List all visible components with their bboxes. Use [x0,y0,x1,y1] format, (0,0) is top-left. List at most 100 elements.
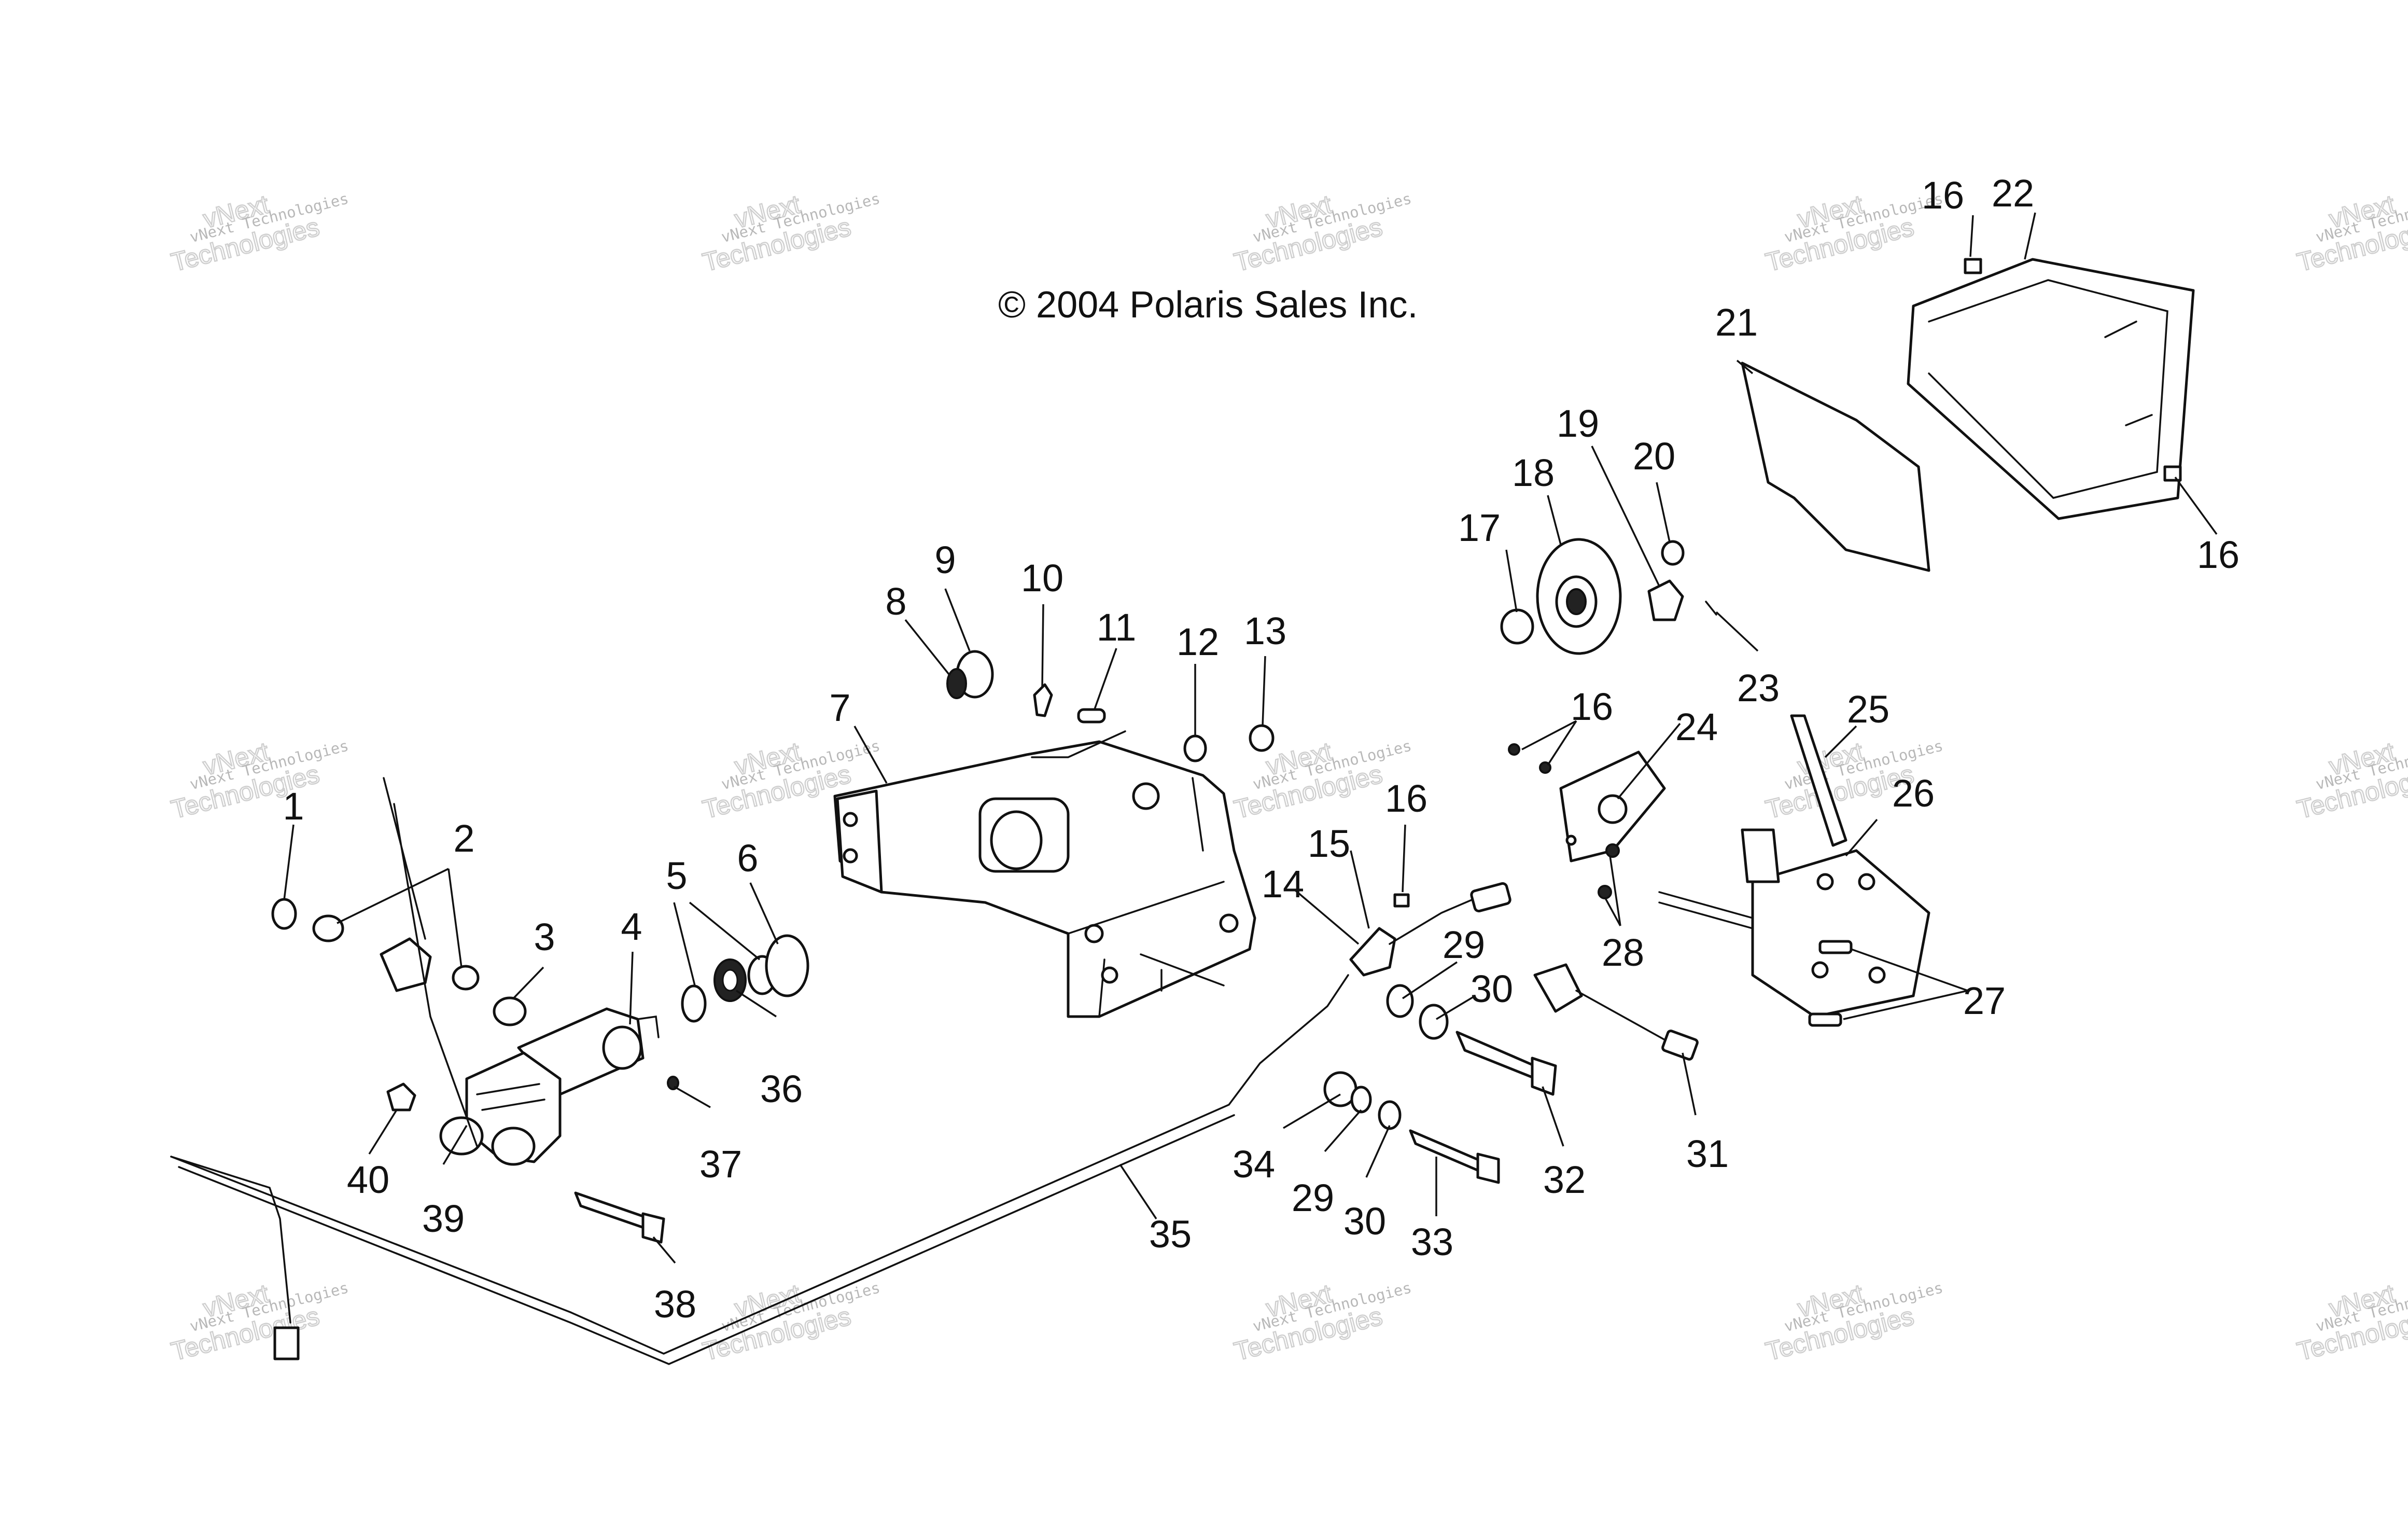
screw-part-27a [1818,940,1853,954]
bushing-part-13 [1249,724,1275,752]
washer-part-2a [312,914,344,942]
callout-4: 4 [621,905,642,948]
callout-30a: 30 [1471,967,1513,1010]
callout-18: 18 [1512,451,1555,494]
gearcase-housing [833,730,1256,1018]
callout-14: 14 [1262,863,1304,906]
connector-part-35 [273,1326,300,1360]
screw-part-27b [1808,1012,1842,1027]
nut-part-40 [386,1082,416,1111]
callout-32: 32 [1543,1158,1586,1201]
fitting-part-10 [1033,683,1053,717]
callout-40: 40 [347,1158,389,1201]
callout-29a: 29 [1443,923,1485,966]
actuator-part-26 [1658,828,1930,1018]
gasket-part-21 [1741,362,1930,572]
callout-38: 38 [654,1283,696,1326]
cover-part-22 [1907,258,2195,520]
washer-part-29b [1350,1086,1372,1114]
yoke-part-39 [439,1051,562,1166]
leader-lines [283,212,2218,1264]
callout-16a: 16 [1385,777,1427,820]
washer-part-17 [1500,608,1534,645]
rod-part-35-left [170,1156,291,1324]
callout-16d: 16 [2197,533,2239,576]
callout-8: 8 [885,580,906,623]
bushing-part-3 [493,996,527,1026]
callout-16c: 16 [1922,174,1964,217]
callout-34: 34 [1233,1143,1275,1186]
roller-part-2 [380,937,432,992]
callout-26: 26 [1892,772,1935,815]
callout-13: 13 [1244,609,1286,652]
callout-29b: 29 [1292,1176,1334,1219]
callout-11: 11 [1097,606,1137,649]
callout-2: 2 [453,817,474,860]
washer-part-5 [681,984,707,1023]
bushing-part-12 [1183,734,1207,762]
callout-20: 20 [1633,435,1675,478]
washer-part-1 [271,898,297,930]
callout-37: 37 [699,1143,742,1186]
callout-35: 35 [1149,1213,1192,1256]
callout-39: 39 [422,1197,465,1240]
parts-artwork [170,258,2195,1365]
callout-6: 6 [737,837,758,880]
rod-part-35 [569,974,1349,1355]
callout-1: 1 [283,785,304,828]
wire-part-15 [1389,896,1479,945]
pin-part-11 [1077,708,1106,724]
pin-part-23 [1705,601,1717,616]
sensor-part-31 [1533,963,1699,1061]
callout-5: 5 [666,854,687,897]
callout-19: 19 [1557,402,1599,445]
callout-7: 7 [829,686,850,729]
washer-part-29a [1386,984,1414,1018]
callout-30b: 30 [1343,1200,1386,1243]
copyright-notice: © 2004 Polaris Sales Inc. [998,284,1418,326]
callout-22: 22 [1992,172,2034,215]
screw-part-16 [1393,893,1410,908]
callout-31: 31 [1686,1132,1729,1175]
callout-labels: 1 2 3 4 5 6 7 8 9 10 11 12 13 14 15 16 1… [283,172,2239,1326]
callout-17: 17 [1458,506,1501,549]
washer-part-30b [1378,1100,1402,1130]
callout-16b: 16 [1571,685,1613,728]
switch-part-14 [1349,927,1396,977]
rod-part-25 [1790,714,1847,847]
callout-10: 10 [1021,557,1063,600]
gear-part-18 [1536,538,1622,655]
cable-ends-left [383,777,478,1147]
bolt-part-38 [574,1191,665,1244]
screw-part-16b [1964,258,1982,274]
screw-part-16c [2163,465,2182,482]
screw-part-28 [1605,843,1620,858]
callout-9: 9 [934,538,956,581]
nut-part-37 [667,1076,679,1090]
callout-24: 24 [1675,705,1718,748]
callout-36: 36 [760,1067,803,1110]
callout-12: 12 [1177,620,1219,663]
bolt-part-32 [1455,1031,1557,1096]
callout-21: 21 [1715,301,1758,344]
callout-33: 33 [1411,1220,1453,1263]
callout-28: 28 [1602,931,1644,974]
washer-part-30a [1419,1004,1449,1040]
gear-part-9 [946,650,994,699]
screw-part-16d [1508,743,1520,756]
oring-part-6 [765,934,809,997]
callout-15: 15 [1308,822,1350,865]
washer-part-20 [1661,540,1685,566]
bolt-part-33 [1409,1129,1500,1184]
